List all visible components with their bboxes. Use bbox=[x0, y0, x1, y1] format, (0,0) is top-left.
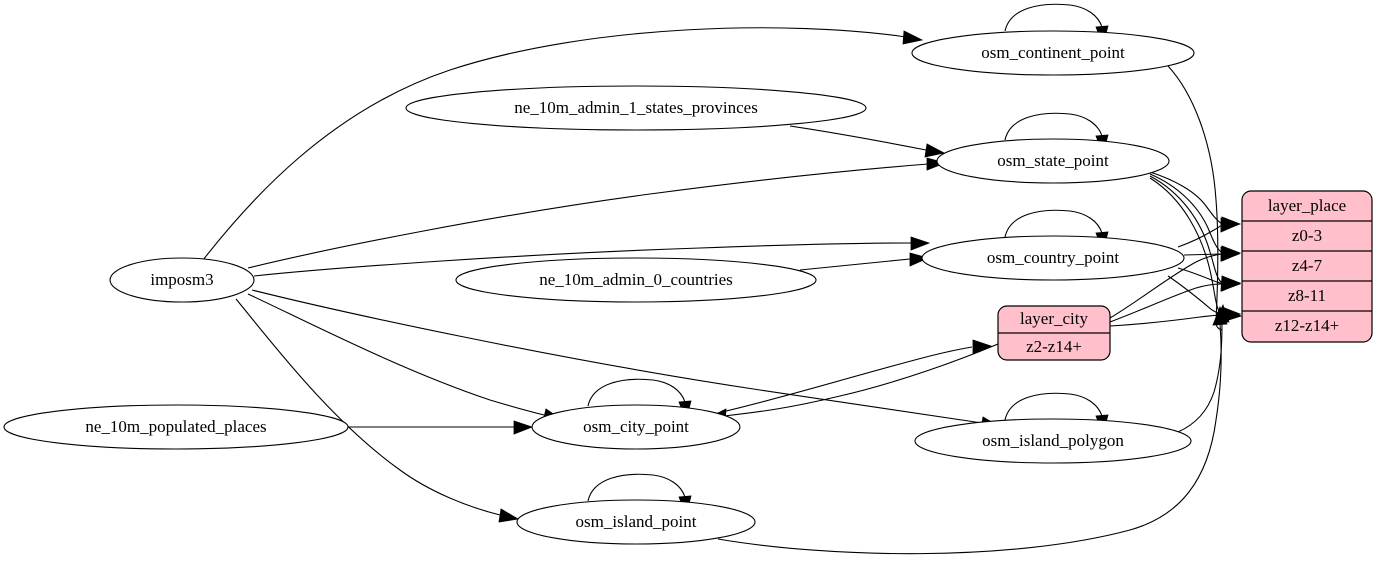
node-osm-state-point[interactable]: osm_state_point bbox=[936, 138, 1170, 184]
record-layer-place-box bbox=[1241, 190, 1373, 343]
node-osm-island-point[interactable]: osm_island_point bbox=[516, 499, 756, 545]
node-osm-country-point[interactable]: osm_country_point bbox=[921, 235, 1185, 281]
edge-imposm3-to-osm-island-point bbox=[235, 298, 520, 523]
node-osm-island-polygon-label: osm_island_polygon bbox=[982, 431, 1124, 450]
node-osm-island-point-label: osm_island_point bbox=[576, 512, 697, 531]
node-ne-10m-admin-0-countries[interactable]: ne_10m_admin_0_countries bbox=[455, 257, 817, 303]
edge-osm-island-point-to-layer-place-z12-z14 bbox=[717, 305, 1228, 555]
record-layer-place-row-z12-z14[interactable]: z12-z14+ bbox=[1275, 316, 1339, 335]
nodes-layer: imposm3 ne_10m_admin_1_states_provinces … bbox=[3, 30, 1195, 545]
records-layer: layer_city z2-z14+ layer_place z0-3 z4-7… bbox=[997, 190, 1373, 361]
record-layer-place-row-z8-11[interactable]: z8-11 bbox=[1288, 286, 1326, 305]
node-osm-continent-point-label: osm_continent_point bbox=[981, 43, 1125, 62]
edge-layer-city-to-layer-place-z8-11 bbox=[1109, 276, 1242, 323]
node-ne-10m-populated-places[interactable]: ne_10m_populated_places bbox=[3, 404, 349, 450]
record-layer-place-row-z4-7[interactable]: z4-7 bbox=[1292, 256, 1323, 275]
node-osm-continent-point[interactable]: osm_continent_point bbox=[911, 30, 1195, 76]
edge-osm-country-point-to-layer-place-z0-3 bbox=[1177, 217, 1241, 248]
edge-imposm3-to-osm-continent-point bbox=[202, 27, 924, 261]
edge-imposm3-to-osm-country-point bbox=[253, 236, 931, 277]
node-ne-10m-admin-1-states-provinces[interactable]: ne_10m_admin_1_states_provinces bbox=[405, 85, 867, 131]
node-imposm3-label: imposm3 bbox=[150, 270, 213, 289]
node-osm-city-point-label: osm_city_point bbox=[583, 417, 689, 436]
node-imposm3[interactable]: imposm3 bbox=[109, 257, 255, 303]
edge-imposm3-to-osm-state-point bbox=[247, 157, 947, 269]
node-osm-country-point-label: osm_country_point bbox=[987, 248, 1119, 267]
record-layer-place-row-z0-3[interactable]: z0-3 bbox=[1292, 226, 1322, 245]
node-ne-populated-label: ne_10m_populated_places bbox=[85, 417, 266, 436]
node-osm-state-point-label: osm_state_point bbox=[997, 151, 1109, 170]
node-osm-city-point[interactable]: osm_city_point bbox=[531, 404, 741, 450]
record-layer-city-row-z2-z14[interactable]: z2-z14+ bbox=[1026, 337, 1082, 356]
edge-osm-city-point-to-layer-city-z2-z14 bbox=[721, 339, 993, 413]
node-ne-states-label: ne_10m_admin_1_states_provinces bbox=[514, 98, 758, 117]
edge-ne-countries-to-osm-country-point bbox=[799, 252, 930, 271]
node-ne-countries-label: ne_10m_admin_0_countries bbox=[539, 270, 733, 289]
record-layer-place-title: layer_place bbox=[1268, 196, 1346, 215]
node-osm-island-polygon[interactable]: osm_island_polygon bbox=[914, 418, 1192, 464]
edge-layer-city-to-osm-city-point bbox=[704, 343, 999, 424]
edge-imposm3-to-osm-city-point bbox=[247, 293, 564, 422]
record-layer-city-title: layer_city bbox=[1020, 309, 1088, 328]
record-layer-city[interactable]: layer_city z2-z14+ bbox=[997, 305, 1111, 361]
record-layer-place[interactable]: layer_place z0-3 z4-7 z8-11 z12-z14+ bbox=[1241, 190, 1373, 343]
edge-ne-populated-to-osm-city-point bbox=[348, 420, 534, 435]
edge-ne-states-to-osm-state-point bbox=[789, 125, 946, 158]
edge-layer-city-to-layer-place-z4-7 bbox=[1109, 246, 1242, 319]
